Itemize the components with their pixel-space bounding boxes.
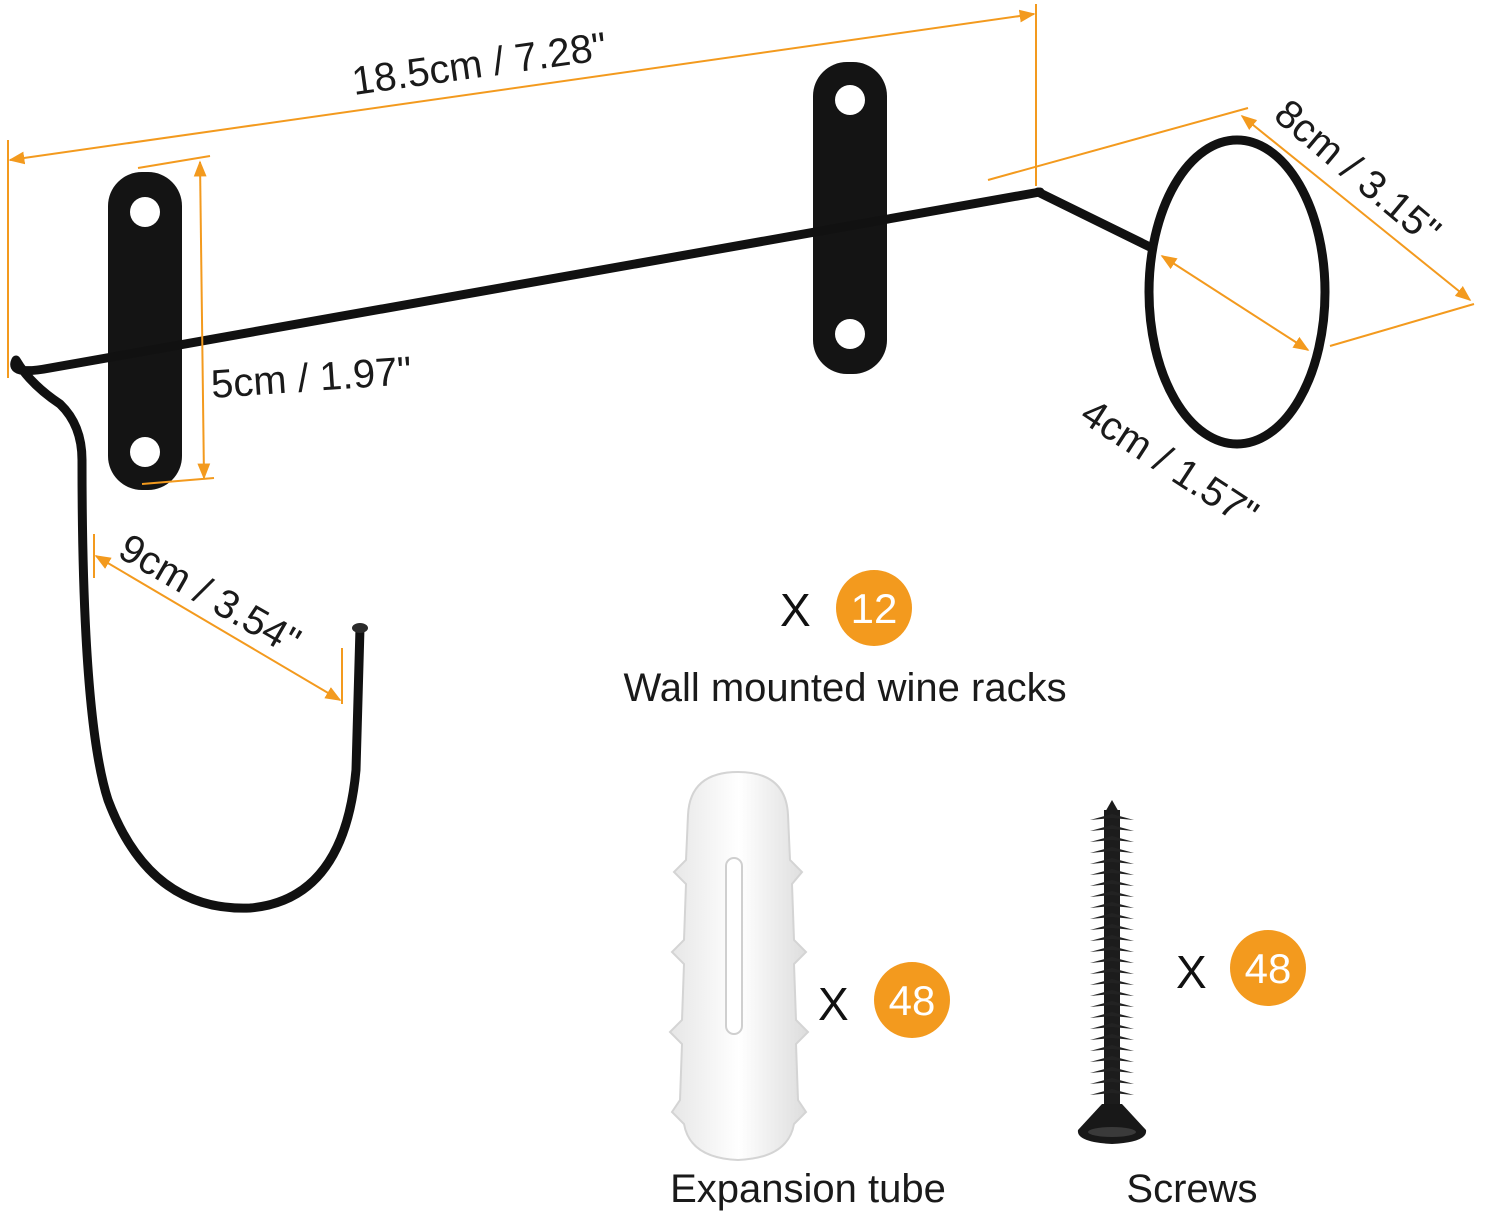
- tube-count-badge: [874, 962, 950, 1038]
- screw: X 48 Screws: [1077, 800, 1306, 1211]
- screw-count: 48: [1245, 945, 1292, 992]
- expansion-tube: X 48 Expansion tube: [668, 770, 950, 1211]
- rack-quantity: X 12 Wall mounted wine racks: [623, 570, 1067, 710]
- rack-count-badge: [836, 570, 912, 646]
- wine-rack: [10, 62, 1330, 913]
- dim-ring-inner: 4cm / 1.57": [1073, 391, 1266, 537]
- dim-plate-height: 5cm / 1.97": [210, 349, 414, 407]
- rack-label: Wall mounted wine racks: [623, 666, 1066, 710]
- screw-icon: [1077, 800, 1147, 1144]
- screw-count-badge: [1230, 930, 1306, 1006]
- left-mounting-plate: [108, 172, 182, 490]
- rack-count: 12: [851, 585, 898, 632]
- screw-qty-x: X: [1176, 946, 1207, 998]
- tube-qty-x: X: [818, 978, 849, 1030]
- screw-label: Screws: [1126, 1167, 1257, 1211]
- tube-label: Expansion tube: [670, 1167, 946, 1211]
- rack-qty-x: X: [780, 584, 811, 636]
- ring-arm: [1033, 187, 1157, 253]
- tube-count: 48: [889, 977, 936, 1024]
- dim-hook-depth: 9cm / 3.54": [112, 526, 308, 665]
- rack-rod: [10, 187, 1045, 913]
- dimension-lines: [7, 4, 1475, 704]
- dim-overall-length: 18.5cm / 7.28": [349, 25, 609, 104]
- bottle-ring: [1144, 135, 1330, 449]
- expansion-tube-slot: [725, 857, 743, 1035]
- rod-end-cap: [352, 623, 368, 633]
